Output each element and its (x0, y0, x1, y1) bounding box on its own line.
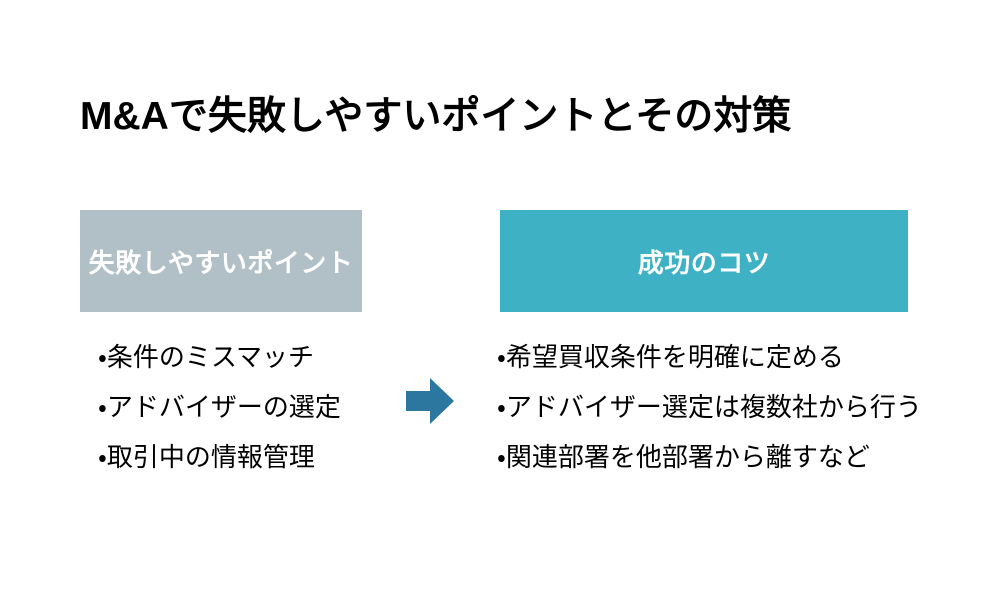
list-item: ・アドバイザーの選定 (98, 392, 341, 422)
success-tips-list: ・希望買収条件を明確に定める ・アドバイザー選定は複数社から行う ・関連部署を他… (497, 332, 922, 482)
failure-points-list: ・条件のミスマッチ ・アドバイザーの選定 ・取引中の情報管理 (98, 332, 341, 482)
list-item: ・取引中の情報管理 (98, 442, 315, 472)
page-title: M&Aで失敗しやすいポイントとその対策 (80, 95, 792, 139)
column-header-success-tips: 成功のコツ (500, 210, 908, 312)
list-item: ・アドバイザー選定は複数社から行う (497, 392, 922, 422)
column-header-failure-points-label: 失敗しやすいポイント (88, 247, 354, 278)
list-item: ・希望買収条件を明確に定める (497, 342, 844, 372)
list-item: ・関連部署を他部署から離すなど (497, 442, 870, 472)
list-item: ・条件のミスマッチ (98, 342, 315, 372)
column-header-failure-points: 失敗しやすいポイント (80, 210, 362, 312)
column-header-success-tips-label: 成功のコツ (637, 247, 771, 278)
right-arrow-icon (406, 378, 454, 424)
